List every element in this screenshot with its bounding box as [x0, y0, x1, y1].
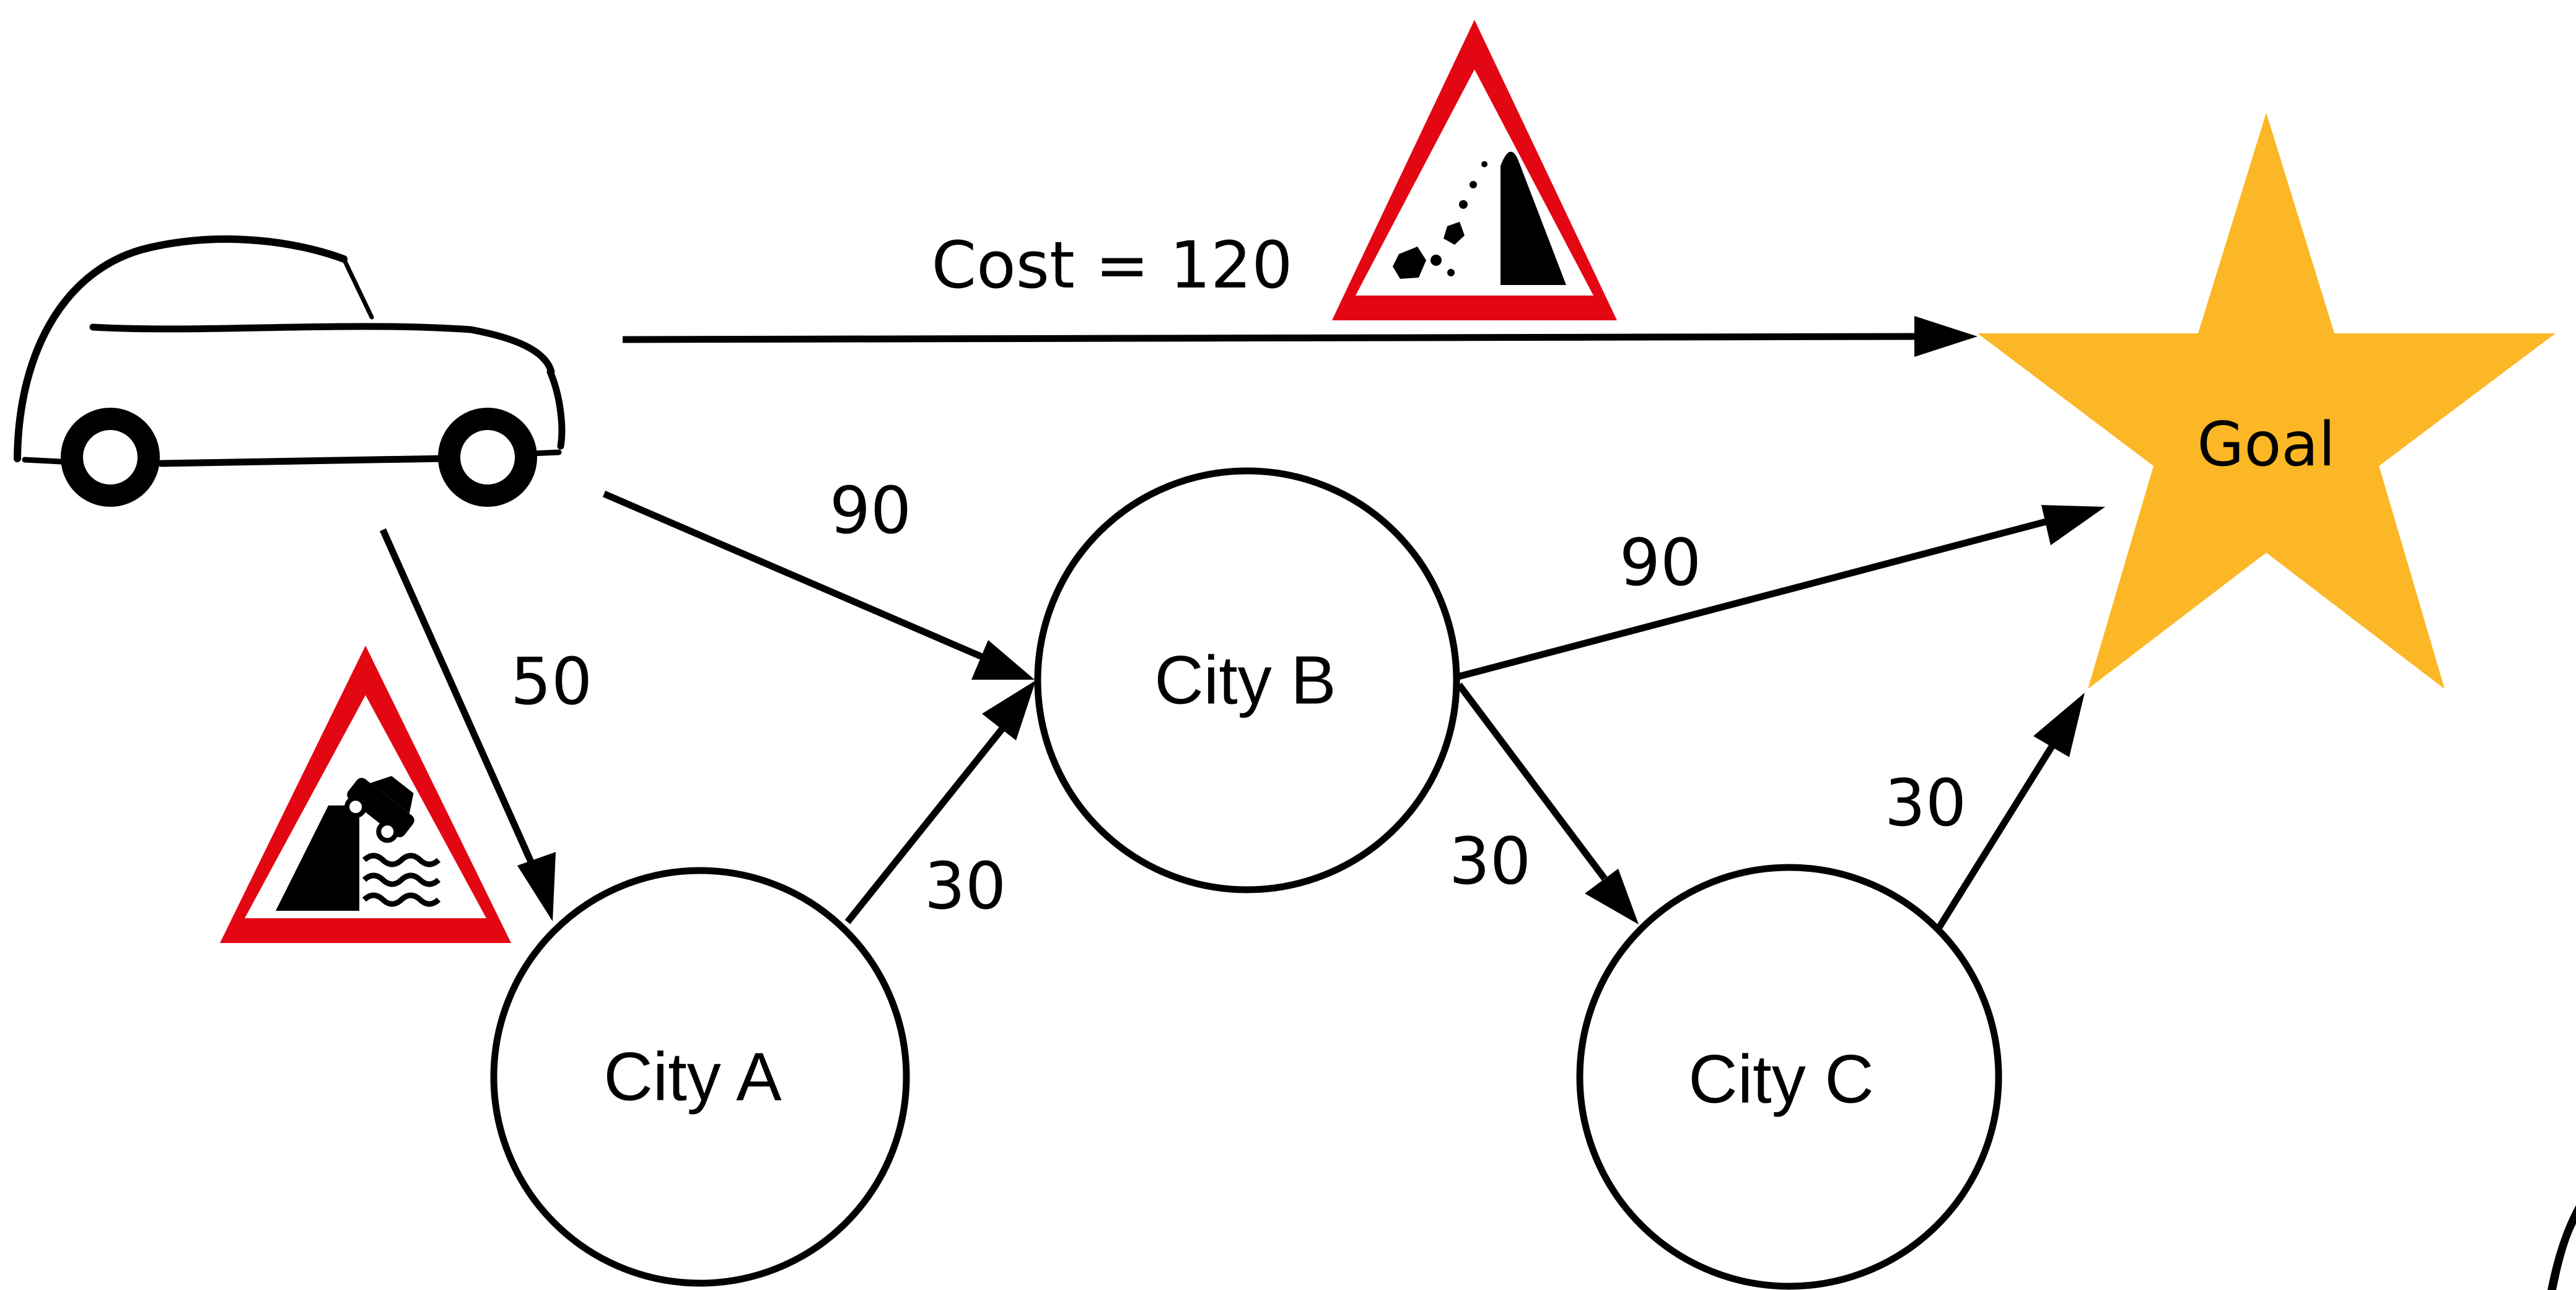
node-label-city-a: City A: [603, 1039, 782, 1115]
arrowhead: [1914, 316, 1978, 357]
goal-star: [1978, 113, 2556, 689]
goal-label: Goal: [2197, 410, 2335, 480]
car-icon: [14, 235, 566, 507]
arrowhead: [517, 852, 556, 921]
edge-start-city-b: [602, 490, 1035, 680]
edge-city-b-goal: [1455, 505, 2105, 681]
edge-city-a-city-b: [844, 680, 1036, 924]
car-into-water-sign-icon: [220, 646, 511, 943]
node-label-city-b: City B: [1154, 643, 1336, 719]
arrowhead: [971, 640, 1035, 680]
edge-label-city-b-city-c: 30: [1449, 823, 1531, 899]
edge-label-start-city-a: 50: [510, 644, 592, 719]
edge-start-city-a: [379, 528, 556, 921]
edge-start-goal: [622, 316, 1978, 357]
edge-label-city-c-goal: 30: [1885, 765, 1966, 841]
edge-label-start-goal: Cost = 120: [932, 227, 1293, 303]
arrowhead: [1585, 869, 1639, 924]
node-label-city-c: City C: [1688, 1042, 1873, 1118]
arrowhead: [2041, 505, 2105, 545]
edge-label-city-a-city-b: 30: [924, 848, 1006, 924]
edge-city-c-goal: [1935, 693, 2085, 931]
node-city-c: City C: [1576, 864, 2002, 1290]
arrowhead: [2033, 693, 2085, 757]
edge-label-start-city-b: 90: [830, 473, 911, 548]
edge-label-city-b-goal: 90: [1619, 525, 1701, 600]
node-city-a: City A: [490, 867, 910, 1287]
edge-city-b-city-c: [1456, 682, 1639, 924]
falling-rocks-sign-icon: [1332, 20, 1617, 320]
arrowhead: [982, 680, 1036, 740]
node-city-b: City B: [1034, 467, 1460, 893]
decorative-arc: [2548, 1205, 2576, 1290]
